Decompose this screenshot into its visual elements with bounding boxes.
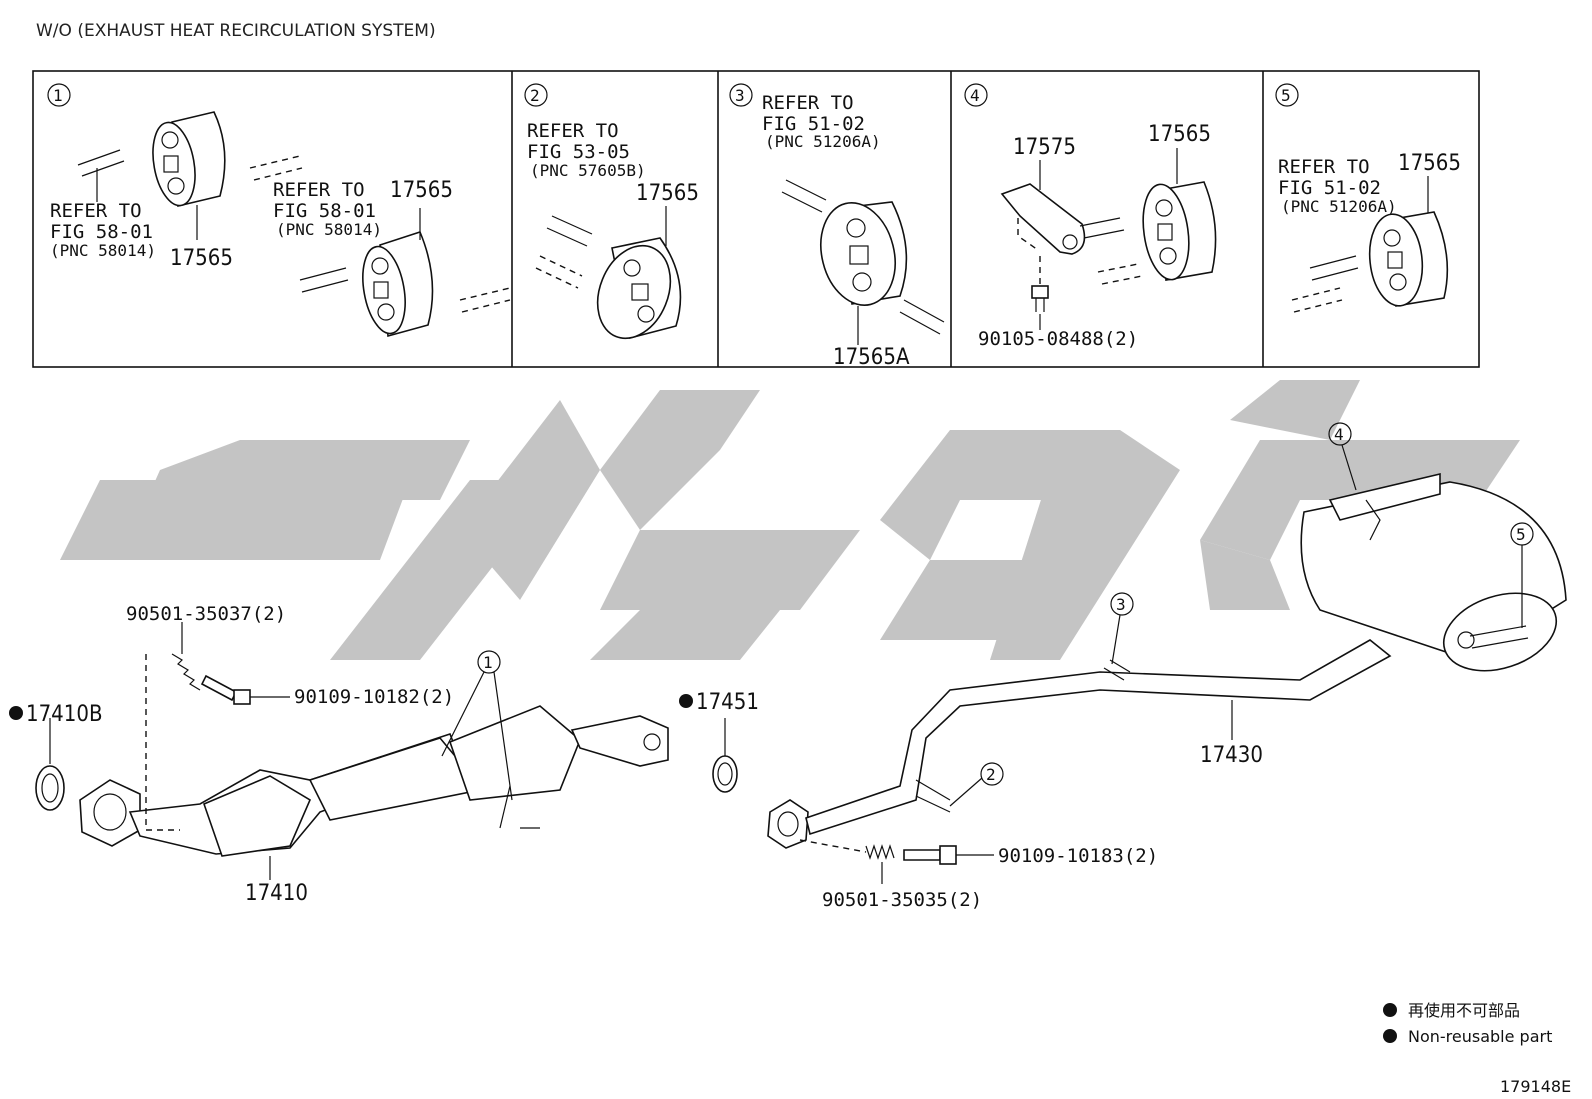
part-17430: 17430: [1200, 743, 1263, 768]
part-spring-rear: 90501-35035(2): [822, 889, 982, 911]
rubber-hanger: [362, 231, 434, 338]
panel-4-number: 4: [970, 86, 980, 105]
bracket: [1000, 183, 1125, 255]
callout-2-number: 2: [986, 765, 996, 784]
rubber-hanger: [820, 201, 908, 307]
panel-5-ref-line1: REFER TO: [1278, 156, 1370, 178]
panel-5-number: 5: [1281, 86, 1291, 105]
detail-panels: [32, 70, 1480, 368]
panel-1-ref2-line3: (PNC 58014): [276, 220, 382, 239]
panel-3-part: 17565A: [833, 345, 910, 370]
callout-5-number: 5: [1516, 525, 1526, 544]
panel-1-ref2-line1: REFER TO: [273, 179, 365, 201]
panel-1-ref2-line2: FIG 58-01: [273, 200, 376, 222]
nonreusable-dot: [9, 706, 23, 720]
legend-dot: [1383, 1003, 1397, 1017]
panel-1-ref-line1: REFER TO: [50, 200, 142, 222]
part-bolt-rear: 90109-10183(2): [998, 845, 1158, 867]
spring: [865, 844, 895, 860]
panel-1-part-b: 17565: [390, 178, 453, 203]
panel-1-ref-line3: (PNC 58014): [50, 241, 156, 260]
panel-4-part-bracket: 17575: [1013, 135, 1076, 160]
panel-3-ref-line1: REFER TO: [762, 92, 854, 114]
figure-id: 179148E: [1500, 1077, 1571, 1096]
gasket: [35, 765, 65, 811]
part-17410: 17410: [245, 881, 308, 906]
panel-5-part: 17565: [1398, 151, 1461, 176]
rubber-hanger: [152, 111, 226, 207]
panel-3-ref-line3: (PNC 51206A): [765, 132, 881, 151]
callout-3-number: 3: [1116, 595, 1126, 614]
callout-4: [1328, 422, 1352, 446]
legend-dot: [1383, 1029, 1397, 1043]
panel-1-part-a: 17565: [170, 246, 233, 271]
part-bolt-front: 90109-10182(2): [294, 686, 454, 708]
bolt: [200, 674, 251, 705]
panel-4-part-hanger: 17565: [1148, 122, 1211, 147]
front-exhaust-pipe: [35, 654, 669, 857]
nonreusable-dot: [679, 694, 693, 708]
part-17451: 17451: [696, 690, 759, 715]
panel-2-ref-line3: (PNC 57605B): [530, 161, 646, 180]
callout-1: [477, 650, 501, 674]
page-title: W/O (EXHAUST HEAT RECIRCULATION SYSTEM): [36, 21, 436, 41]
spring: [171, 653, 201, 691]
panel-3: 3 REFER TO FIG 51-02 (PNC 51206A) 17565A: [729, 83, 945, 370]
panel-2-ref-line1: REFER TO: [527, 120, 619, 142]
panel-2-part: 17565: [636, 181, 699, 206]
panel-1-ref-line2: FIG 58-01: [50, 221, 153, 243]
tail-pipe: [767, 472, 1567, 849]
panel-3-ref-line2: FIG 51-02: [762, 113, 865, 135]
callout-3: [1110, 592, 1134, 616]
panel-3-number: 3: [735, 86, 745, 105]
gasket: [712, 755, 738, 793]
rubber-hanger: [1368, 211, 1449, 307]
legend-jp: 再使用不可部品: [1408, 1001, 1520, 1020]
rubber-hanger: [1142, 181, 1217, 281]
panel-5: 5 REFER TO FIG 51-02 (PNC 51206A) 17565: [1275, 83, 1461, 313]
bolt: [903, 845, 957, 865]
bolt: [1031, 285, 1049, 312]
legend-en: Non-reusable part: [1408, 1027, 1552, 1046]
part-17410B: 17410B: [26, 702, 103, 727]
rubber-hanger: [596, 237, 682, 340]
part-spring-front: 90501-35037(2): [126, 603, 286, 625]
panel-2-number: 2: [530, 86, 540, 105]
callout-2: [980, 762, 1004, 786]
panel-2: 2 REFER TO FIG 53-05 (PNC 57605B) 17565: [524, 83, 699, 340]
panel-5-ref-line3: (PNC 51206A): [1281, 197, 1397, 216]
panel-2-ref-line2: FIG 53-05: [527, 141, 630, 163]
panel-1: 1 REFER TO FIG 58-01 (PNC 58014) 17565 R…: [47, 83, 511, 338]
legend: 再使用不可部品 Non-reusable part: [1383, 1001, 1552, 1046]
panel-4-part-bolt: 90105-08488(2): [978, 328, 1138, 350]
callout-1-number: 1: [483, 653, 493, 672]
panel-5-ref-line2: FIG 51-02: [1278, 177, 1381, 199]
panel-4: 4 17575 17565 90105-08488(2): [964, 83, 1217, 350]
callout-4-number: 4: [1334, 425, 1344, 444]
panel-1-number: 1: [53, 86, 63, 105]
